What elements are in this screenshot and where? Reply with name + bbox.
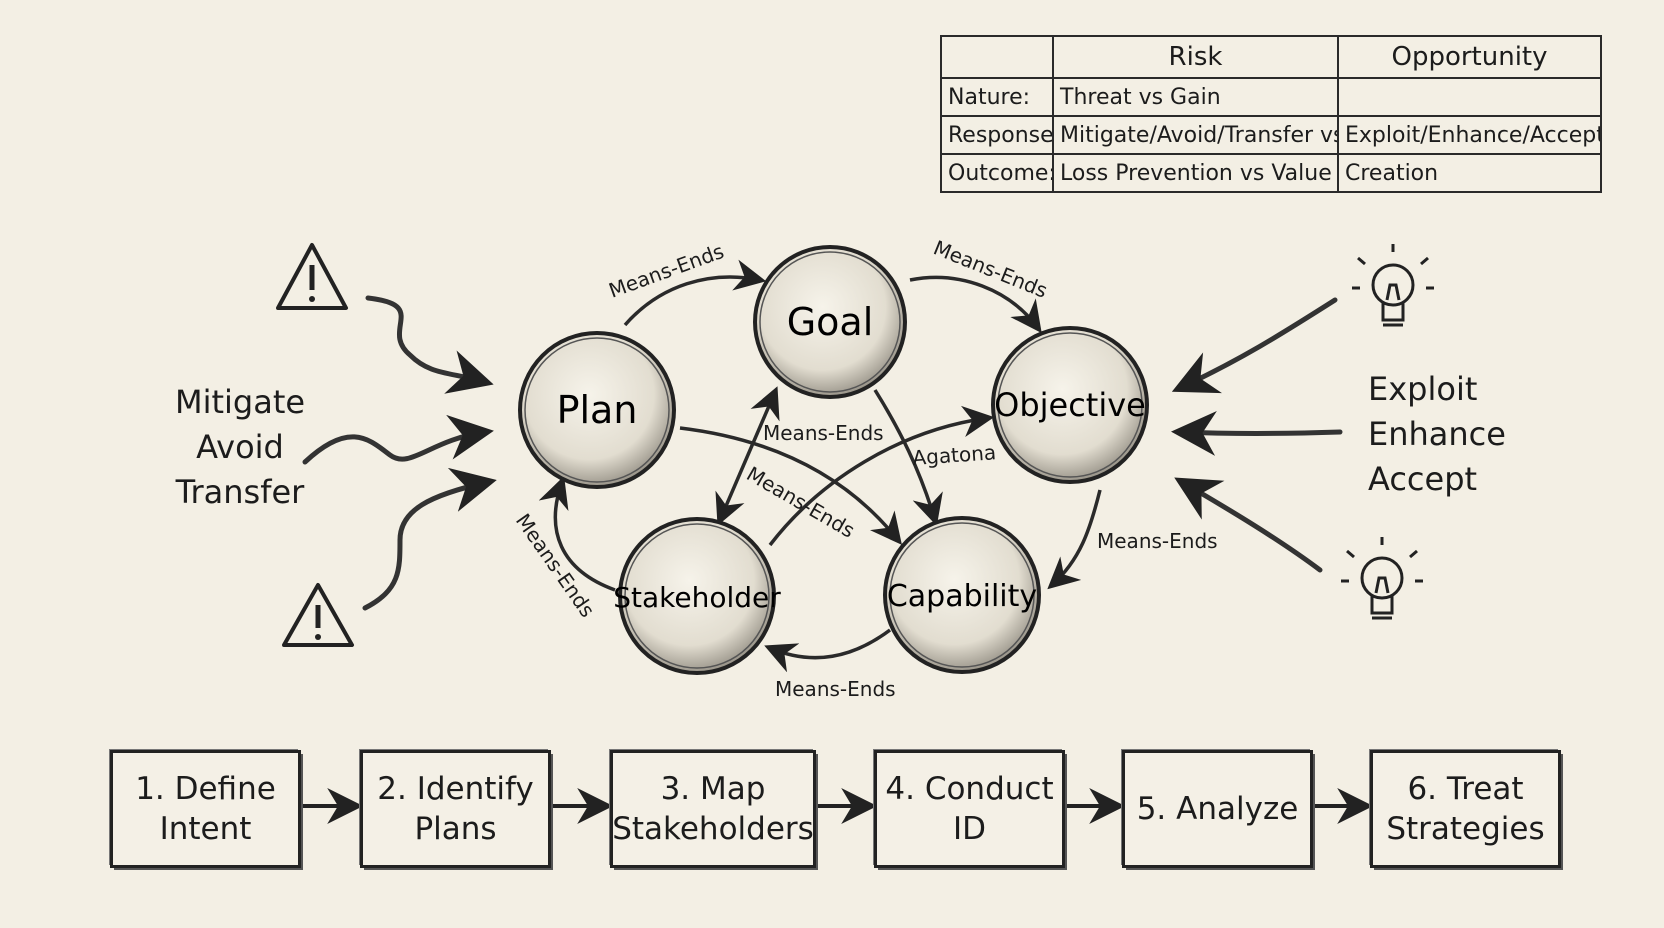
light-bulb-icon — [1341, 537, 1423, 620]
warning-triangle-icon — [282, 583, 354, 647]
table-cell-opportunity: Creation — [1337, 153, 1602, 193]
node-stakeholder: Stakeholder — [613, 517, 781, 675]
edge-label-plan-capability: Means-Ends — [743, 462, 859, 543]
node-objective: Objective — [991, 326, 1149, 484]
node-objective-label: Objective — [994, 386, 1146, 424]
table-header-row: Risk Opportunity — [940, 35, 1602, 79]
table-header-risk: Risk — [1052, 35, 1339, 79]
opportunity-strategy-enhance: Enhance — [1368, 415, 1506, 453]
table-row: Outcome: Loss Prevention vs Value Creati… — [940, 153, 1602, 193]
table-cell-opportunity: Exploit/Enhance/Accept — [1337, 115, 1602, 155]
table-row: Response: Mitigate/Avoid/Transfer vs Exp… — [940, 115, 1602, 155]
light-bulb-icon — [1352, 244, 1434, 327]
risk-arrows — [302, 295, 497, 611]
process-step-6: 6. Treat Strategies — [1370, 750, 1561, 868]
edge-label-objective-capability: Means-Ends — [1097, 529, 1218, 553]
table-cell-risk: Loss Prevention vs Value — [1052, 153, 1339, 193]
node-plan-label: Plan — [557, 388, 638, 432]
table-cell-opportunity — [1337, 77, 1602, 117]
table-cell-risk: Threat vs Gain — [1052, 77, 1339, 117]
process-step-label: 4. Conduct ID — [885, 771, 1054, 847]
edge-label-goal-center: Means-Ends — [763, 421, 884, 445]
table-row-label: Outcome: — [940, 153, 1054, 193]
edge-label-goal-objective: Means-Ends — [930, 235, 1051, 302]
relationship-edges — [538, 259, 1102, 673]
table-header-blank — [940, 35, 1054, 79]
process-step-label: 1. Define Intent — [135, 771, 276, 847]
process-step-label: 2. Identify Plans — [377, 771, 534, 847]
risk-strategies: Mitigate Avoid Transfer — [160, 380, 320, 515]
table-header-opportunity: Opportunity — [1337, 35, 1602, 79]
risk-strategy-transfer: Transfer — [175, 473, 305, 511]
process-step-4: 4. Conduct ID — [874, 750, 1065, 868]
node-plan: Plan — [518, 331, 676, 489]
process-step-5: 5. Analyze — [1122, 750, 1313, 868]
process-step-label: 6. Treat Strategies — [1386, 771, 1545, 847]
node-goal-label: Goal — [787, 300, 874, 344]
table-cell-risk: Mitigate/Avoid/Transfer vs — [1052, 115, 1339, 155]
opportunity-strategies: Exploit Enhance Accept — [1368, 367, 1548, 502]
edge-label-agatona: Agatona — [912, 440, 997, 470]
risk-strategy-avoid: Avoid — [196, 428, 284, 466]
table-row: Nature: Threat vs Gain — [940, 77, 1602, 117]
warning-triangle-icon — [276, 243, 348, 310]
opportunity-arrows — [1171, 297, 1343, 573]
process-step-1: 1. Define Intent — [110, 750, 301, 868]
risk-opportunity-table: Risk Opportunity Nature: Threat vs Gain … — [940, 35, 1602, 193]
process-step-2: 2. Identify Plans — [360, 750, 551, 868]
opportunity-strategy-exploit: Exploit — [1368, 370, 1478, 408]
node-capability-label: Capability — [887, 579, 1037, 614]
risk-strategy-mitigate: Mitigate — [174, 383, 306, 421]
node-capability: Capability — [883, 516, 1041, 674]
opportunity-strategy-accept: Accept — [1368, 460, 1478, 498]
edge-label-capability-stakeholder: Means-Ends — [775, 677, 896, 701]
process-step-label: 5. Analyze — [1136, 791, 1299, 827]
node-goal: Goal — [753, 245, 907, 399]
table-row-label: Nature: — [940, 77, 1054, 117]
table-row-label: Response: — [940, 115, 1054, 155]
process-step-label: 3. Map Stakeholders — [612, 771, 814, 847]
node-stakeholder-label: Stakeholder — [613, 581, 781, 614]
process-step-3: 3. Map Stakeholders — [610, 750, 816, 868]
